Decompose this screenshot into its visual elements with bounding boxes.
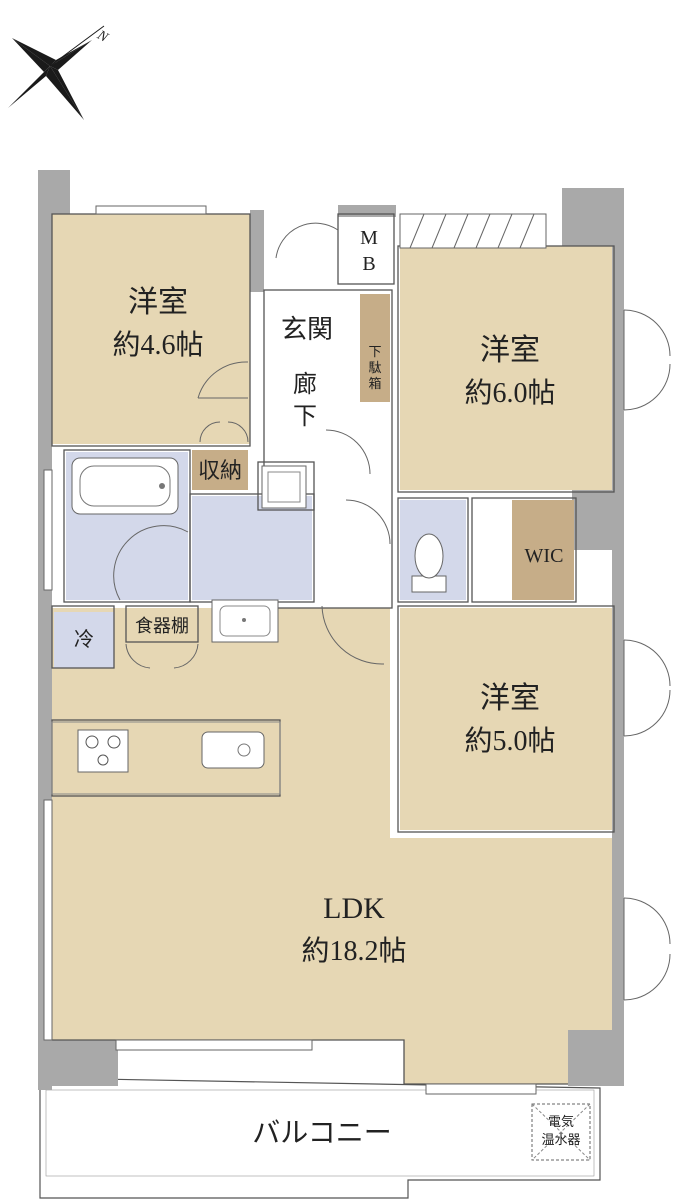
wic-label: WIC xyxy=(525,545,564,567)
mb-label-1: M xyxy=(360,227,378,249)
shoe-label-1: 下 xyxy=(368,344,381,359)
compass-icon xyxy=(8,25,105,120)
shoe-label-2: 駄 xyxy=(368,360,381,375)
room-western-b-name: 洋室 xyxy=(480,334,540,367)
storage-closet xyxy=(192,450,248,490)
fridge-area xyxy=(54,612,114,668)
cupboard-label: 食器棚 xyxy=(135,616,189,636)
kitchen-counter xyxy=(51,721,281,795)
mb-label-2: B xyxy=(362,253,375,275)
stair-hatch xyxy=(399,213,547,249)
room-western-a-size: 約4.6帖 xyxy=(112,329,203,361)
room-western-b-size: 約6.0帖 xyxy=(464,377,555,409)
entrance-label: 玄関 xyxy=(281,315,333,344)
room-ldk-name: LDK xyxy=(323,892,385,925)
door-arcs xyxy=(113,222,391,669)
room-western-c xyxy=(400,608,612,830)
corridor-label-1: 廊 xyxy=(293,371,317,398)
compass-north-label: N xyxy=(94,27,111,45)
balcony-area xyxy=(39,1077,601,1199)
room-western-a xyxy=(52,214,250,444)
room-western-a-name: 洋室 xyxy=(128,286,188,319)
fridge-label: 冷 xyxy=(74,628,94,651)
room-western-c-size: 約5.0帖 xyxy=(464,725,555,757)
storage-label: 収納 xyxy=(198,458,242,483)
water-heater-label-2: 温水器 xyxy=(541,1132,580,1147)
washroom-area xyxy=(192,496,312,600)
corridor-label-2: 下 xyxy=(293,404,317,430)
room-ldk xyxy=(52,608,612,1084)
room-western-c-name: 洋室 xyxy=(480,682,540,715)
kitchen-sink-icon xyxy=(201,731,265,769)
water-heater-label-1: 電気 xyxy=(548,1114,574,1129)
wic-closet xyxy=(512,500,574,600)
shoe-closet xyxy=(360,294,390,402)
washing-machine-icon xyxy=(261,465,307,509)
toilet-icon xyxy=(411,533,447,593)
shoe-label-3: 箱 xyxy=(368,376,381,391)
room-western-b xyxy=(400,246,612,490)
balcony-label: バルコニー xyxy=(252,1118,391,1149)
room-ldk-size: 約18.2帖 xyxy=(301,935,406,967)
bathtub-icon xyxy=(71,457,179,515)
right-sliding-doors xyxy=(623,309,671,1001)
stove-icon xyxy=(77,729,129,773)
windows xyxy=(43,205,537,1095)
balcony-inner xyxy=(45,1089,595,1177)
